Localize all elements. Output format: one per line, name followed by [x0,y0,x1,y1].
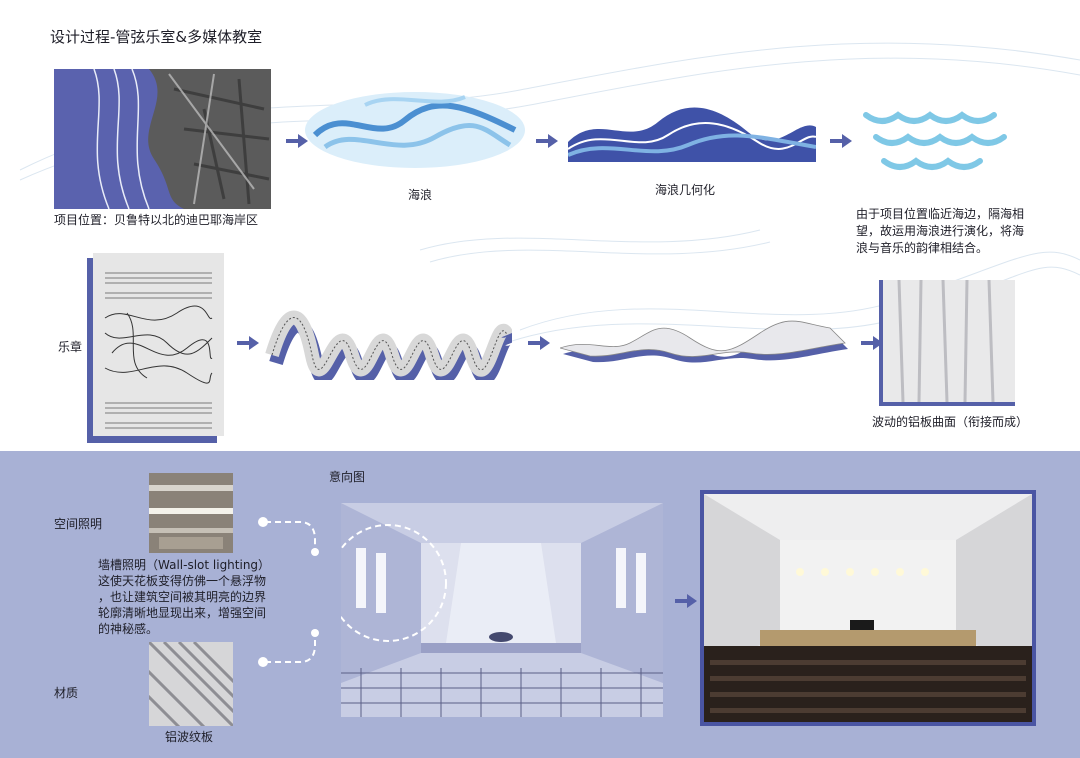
arrow-right-icon [237,336,259,350]
lighting-label: 空间照明 [54,517,103,531]
lighting-description-line-2: 这使天花板变得仿佛一个悬浮物 [98,574,267,588]
page-title: 设计过程-管弦乐室&多媒体教室 [50,28,263,46]
arrow-right-icon [830,134,852,148]
design-note-line-2: 望，故运用海浪进行演化，将海 [856,224,1025,238]
arrow-right-icon [536,134,558,148]
sea-wave-image [305,92,525,168]
lighting-description-line-5: 的神秘感。 [98,622,159,636]
arrow-right-icon [286,134,308,148]
lighting-description-line-1: 墙槽照明（Wall-slot lighting） [98,558,271,572]
dashed-connector-lines [258,517,319,667]
design-note-line-1: 由于项目位置临近海边，隔海相 [856,207,1025,221]
wave-label: 海浪 [408,188,433,202]
lighting-description-line-4: 轮廓清晰地显现出来，增强空间 [98,606,267,620]
music-score-image [87,253,224,443]
arrow-right-icon [528,336,550,350]
wall-slot-lighting-photo [149,473,233,553]
concept-image-label: 意向图 [329,470,366,484]
wave-geometry-label: 海浪几何化 [655,183,716,197]
arrow-right-icon [861,336,883,350]
aluminum-panel-photo [879,280,1015,406]
material-label: 材质 [54,686,79,700]
movement-label: 乐章 [58,340,83,354]
spiral-score-model-image [265,310,512,380]
geometric-wave-image [568,107,816,162]
location-caption: 项目位置：贝鲁特以北的迪巴耶海岸区 [54,213,259,227]
site-map-image [54,69,271,209]
simplified-wave-icon [863,111,1007,170]
undulating-surface-image [560,320,848,363]
panel-caption: 波动的铝板曲面（衔接而成） [872,415,1029,429]
arrow-right-icon [675,594,697,608]
design-note-line-3: 浪与音乐的韵律相结合。 [856,241,989,255]
concert-hall-sketch [341,503,663,717]
lighting-description-line-3: ，也让建筑空间被其明亮的边界 [98,590,267,604]
corrugated-aluminum-photo [149,642,233,726]
concert-hall-rendering [700,490,1036,726]
material-caption: 铝波纹板 [165,730,214,744]
